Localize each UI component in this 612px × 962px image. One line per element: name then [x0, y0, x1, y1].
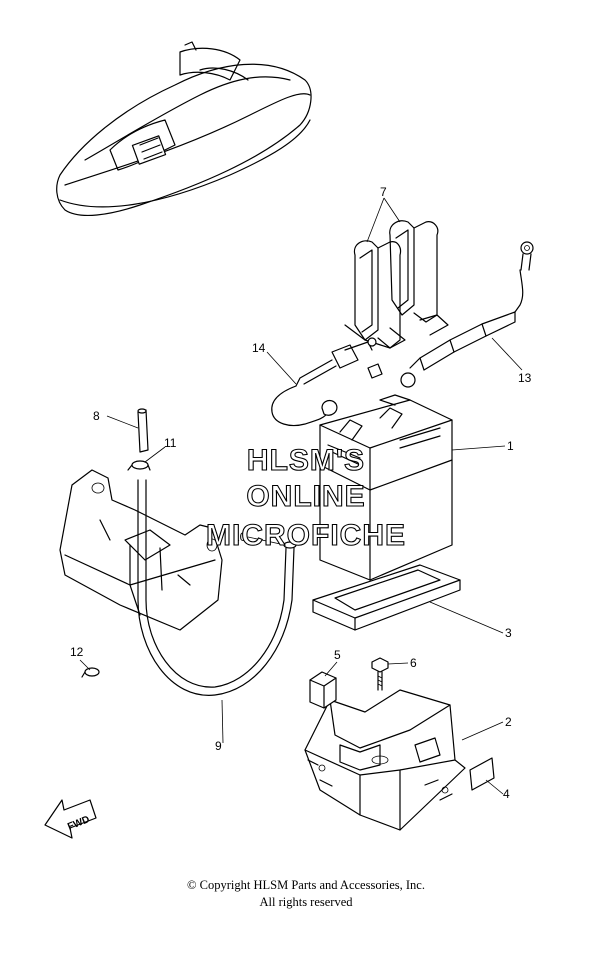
callout-13: 13: [518, 371, 532, 385]
negative-cable-part-13: [400, 241, 534, 388]
pad-part-4: [469, 757, 495, 791]
battery-strap-part-7: [344, 220, 449, 349]
callout-11: 11: [164, 436, 177, 450]
watercraft-illustration: [56, 41, 312, 216]
callout-14: 14: [252, 341, 266, 355]
bolt-part-6: [371, 657, 389, 691]
watermark-line-3: MICROFICHE: [206, 519, 406, 552]
footer-copyright: © Copyright HLSM Parts and Accessories, …: [187, 878, 425, 892]
watermark-line-2: ONLINE: [246, 480, 365, 513]
callout-1: 1: [507, 439, 514, 453]
callout-6: 6: [410, 656, 417, 670]
watermark-line-1: HLSM'S: [247, 444, 365, 477]
callout-8: 8: [93, 409, 100, 423]
callout-10: 10: [233, 530, 247, 544]
battery-part-1: [319, 394, 453, 581]
breather-hose-part-9: [137, 479, 295, 696]
callout-7: 7: [380, 185, 387, 199]
footer-rights: All rights reserved: [259, 895, 353, 909]
callout-4: 4: [503, 787, 510, 801]
callout-3: 3: [505, 626, 512, 640]
battery-case-part-2: [304, 689, 466, 831]
cap-part-5: [309, 671, 337, 709]
pipe-part-8: [137, 408, 149, 453]
callout-12: 12: [70, 645, 84, 659]
clip-part-12: [81, 667, 100, 678]
callout-numbers: 1 2 3 4 5 6 7 8 9 10 11 12 13 14: [70, 185, 532, 801]
callout-9: 9: [215, 739, 222, 753]
positive-cable-part-14: [271, 337, 383, 427]
watermark: HLSM'S ONLINE MICROFICHE: [205, 443, 406, 552]
callout-2: 2: [505, 715, 512, 729]
battery-holder-bracket: [59, 469, 223, 631]
fwd-arrow-icon: FWD: [44, 799, 97, 839]
leader-lines: [79, 197, 523, 795]
clip-part-11: [127, 460, 151, 471]
callout-5: 5: [334, 648, 341, 662]
battery-pad-part-3: [312, 564, 461, 631]
